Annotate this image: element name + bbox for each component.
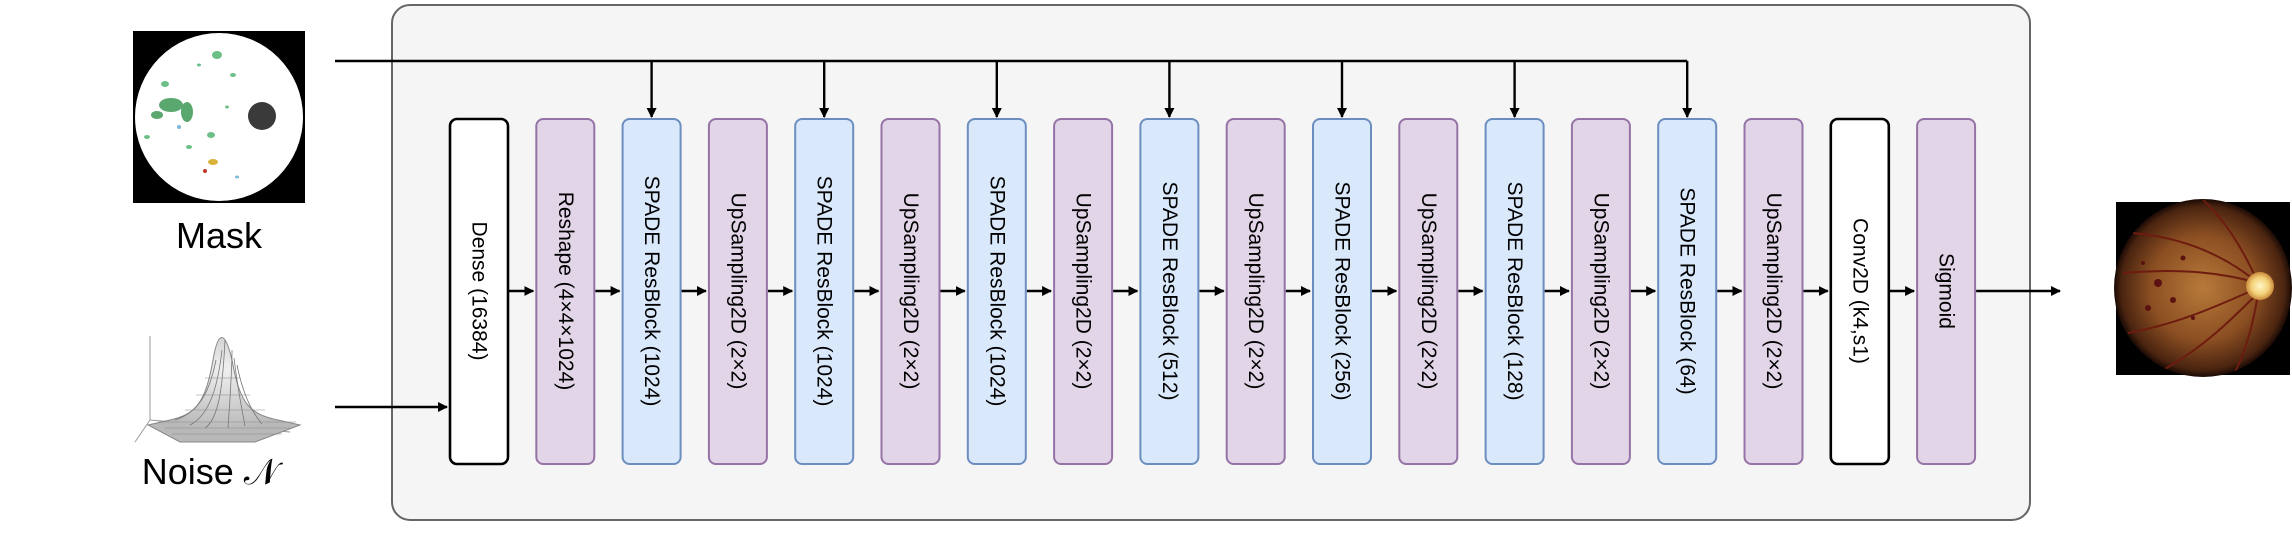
block-1: Dense (16384)	[448, 117, 510, 466]
block-label: UpSampling2D (2×2)	[899, 193, 922, 390]
block-label: SPADE ResBlock (64)	[1676, 187, 1699, 394]
block-9: SPADE ResBlock (512)	[1139, 118, 1200, 465]
mask-image	[133, 31, 305, 203]
block-5: SPADE ResBlock (1024)	[794, 118, 855, 465]
block-label: SPADE ResBlock (1024)	[640, 176, 663, 407]
block-label: UpSampling2D (2×2)	[1072, 193, 1095, 390]
block-label: Dense (16384)	[468, 222, 491, 361]
block-label: Reshape (4×4×1024)	[554, 192, 577, 391]
block-3: SPADE ResBlock (1024)	[621, 118, 682, 465]
noise-label: Noise 𝒩	[142, 451, 284, 492]
block-label: UpSampling2D (2×2)	[1589, 193, 1612, 390]
block-label: UpSampling2D (2×2)	[726, 193, 749, 390]
block-6: UpSampling2D (2×2)	[880, 118, 941, 465]
block-7: SPADE ResBlock (1024)	[966, 118, 1027, 465]
block-13: SPADE ResBlock (128)	[1484, 118, 1545, 465]
block-17: Conv2D (k4,s1)	[1829, 117, 1891, 466]
block-label: Sigmoid	[1935, 253, 1958, 329]
block-label: SPADE ResBlock (128)	[1503, 181, 1526, 400]
block-18: Sigmoid	[1916, 118, 1977, 465]
block-10: UpSampling2D (2×2)	[1225, 118, 1286, 465]
fundus-output-image	[2114, 199, 2292, 377]
mask-label: Mask	[176, 215, 263, 256]
block-label: UpSampling2D (2×2)	[1762, 193, 1785, 390]
block-label: Conv2D (k4,s1)	[1848, 218, 1871, 364]
block-2: Reshape (4×4×1024)	[535, 118, 596, 465]
noise-surface-image	[134, 336, 302, 443]
block-11: SPADE ResBlock (256)	[1312, 118, 1372, 465]
block-label: UpSampling2D (2×2)	[1417, 193, 1440, 390]
block-label: SPADE ResBlock (1024)	[813, 176, 836, 407]
block-label: SPADE ResBlock (256)	[1331, 181, 1354, 400]
block-4: UpSampling2D (2×2)	[707, 118, 768, 465]
block-8: UpSampling2D (2×2)	[1053, 118, 1114, 465]
block-15: SPADE ResBlock (64)	[1657, 118, 1718, 465]
block-14: UpSampling2D (2×2)	[1570, 118, 1631, 465]
block-16: UpSampling2D (2×2)	[1743, 118, 1804, 465]
block-label: UpSampling2D (2×2)	[1244, 193, 1267, 390]
block-12: UpSampling2D (2×2)	[1398, 118, 1459, 465]
block-label: SPADE ResBlock (512)	[1158, 181, 1181, 400]
block-label: SPADE ResBlock (1024)	[985, 176, 1008, 407]
